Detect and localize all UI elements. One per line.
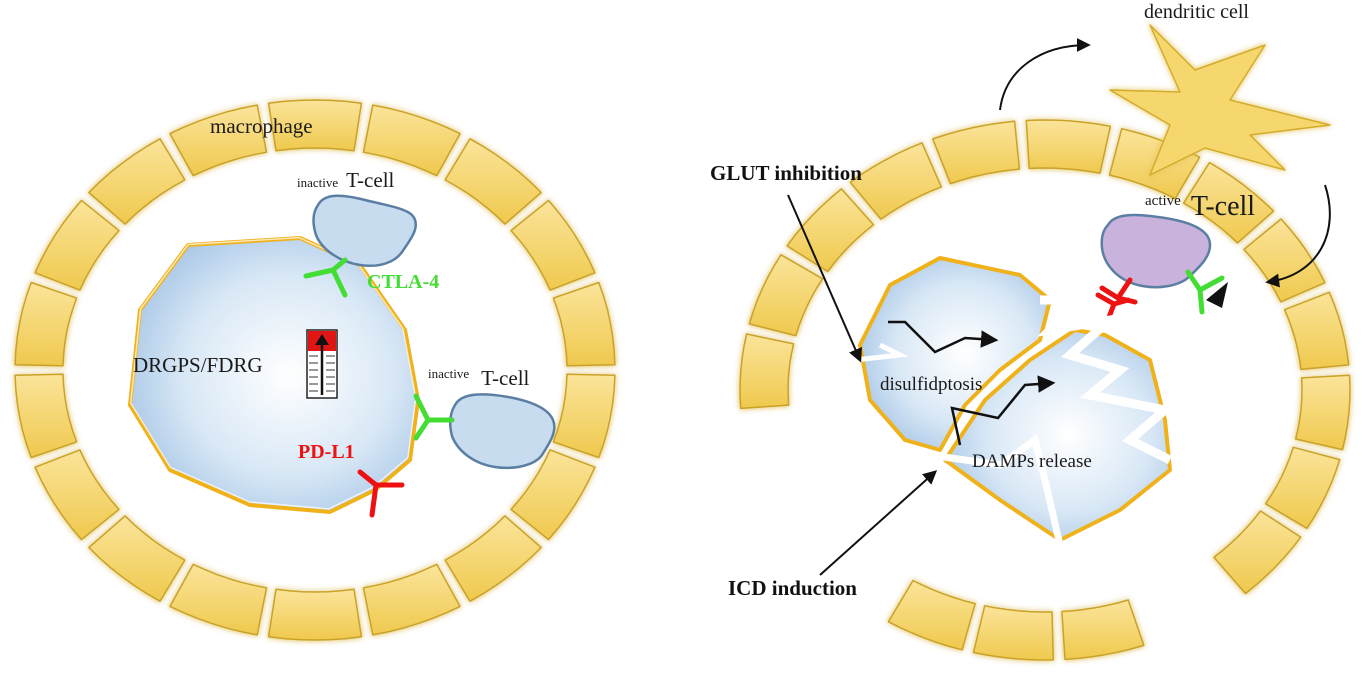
macrophage-right-segment — [1264, 446, 1341, 530]
tcell-right-label: inactive T-cell — [428, 365, 530, 390]
macrophage-left-segment — [14, 373, 78, 459]
tcr-receptor-left — [413, 393, 455, 441]
macrophage-right-segment — [972, 605, 1055, 661]
ctla4-label: CTLA-4 — [367, 271, 439, 293]
macrophage-ring-left — [14, 99, 616, 641]
macrophage-left-segment — [267, 588, 363, 641]
ctla4-receptor — [303, 257, 348, 298]
macrophage-right-segment — [748, 254, 824, 337]
arrow-icd — [819, 470, 938, 576]
macrophage-left-segment — [34, 199, 120, 291]
macrophage-right-segment — [1243, 218, 1326, 303]
macrophage-left-segment — [552, 281, 616, 367]
macrophage-left-segment — [88, 515, 186, 602]
macrophage-left-segment — [510, 449, 596, 541]
tcell-active-label: active T-cell — [1145, 191, 1255, 222]
macrophage-right-segment — [1283, 291, 1350, 371]
macrophage-right-segment — [887, 579, 976, 651]
tcell-top-inactive — [312, 194, 418, 267]
zigzag-arrow-top — [888, 320, 999, 354]
macrophage-left-segment — [267, 99, 363, 152]
dendritic-label: dendritic cell — [1144, 1, 1249, 23]
macrophage-left-segment — [88, 138, 186, 225]
pdl1-label: PD-L1 — [298, 441, 355, 463]
right-panel: dendritic cell active T-cell — [710, 1, 1351, 661]
macrophage-left-segment — [169, 104, 268, 177]
dendritic-cell — [1109, 24, 1331, 176]
disulfidptosis-label: disulfidptosis — [880, 374, 982, 395]
zigzag-arrow-bottom — [950, 375, 1056, 446]
macrophage-right-segment — [1061, 599, 1145, 661]
macrophage-right-segment — [1025, 119, 1112, 174]
macrophage-left-segment — [34, 449, 120, 541]
macrophage-left-segment — [169, 563, 268, 636]
macrophage-left-segment — [444, 515, 542, 602]
pd1-pdl1-complex — [1095, 277, 1138, 323]
macrophage-left-segment — [362, 563, 461, 636]
tcell-top-label: inactive T-cell — [297, 168, 395, 192]
macrophage-right-segment — [932, 120, 1021, 185]
expression-gauge-icon — [306, 329, 338, 399]
macrophage-right-segment — [1294, 374, 1351, 451]
macrophage-left-segment — [14, 281, 78, 367]
antigen-triangle-icon — [1206, 282, 1228, 308]
left-panel: macrophage DRGPS/FDRG inactive T-c — [14, 99, 616, 641]
pdl1-receptor — [357, 469, 405, 518]
tcell-right-inactive — [449, 393, 556, 470]
glut-label: GLUT inhibition — [710, 161, 862, 185]
macrophage-left-segment — [552, 373, 616, 459]
macrophage-left-segment — [444, 138, 542, 225]
tumor-label: DRGPS/FDRG — [133, 353, 263, 377]
active-tcr-receptor — [1185, 269, 1225, 315]
icd-label: ICD induction — [728, 576, 857, 600]
macrophage-right-segment — [1213, 510, 1302, 595]
macrophage-right-segment — [786, 188, 875, 273]
damps-label: DAMPs release — [972, 451, 1092, 472]
macrophage-left-segment — [510, 199, 596, 291]
macrophage-label: macrophage — [210, 114, 313, 138]
arrow-glut — [787, 194, 862, 363]
macrophage-right-segment — [1182, 161, 1275, 244]
macrophage-right-segment — [739, 333, 795, 410]
macrophage-right-segment — [849, 142, 943, 220]
tumor-cell-right-shattered — [854, 256, 1175, 546]
arrow-to-tcell — [1265, 184, 1331, 288]
arrow-to-dendritic — [999, 38, 1091, 111]
macrophage-left-segment — [362, 104, 461, 177]
